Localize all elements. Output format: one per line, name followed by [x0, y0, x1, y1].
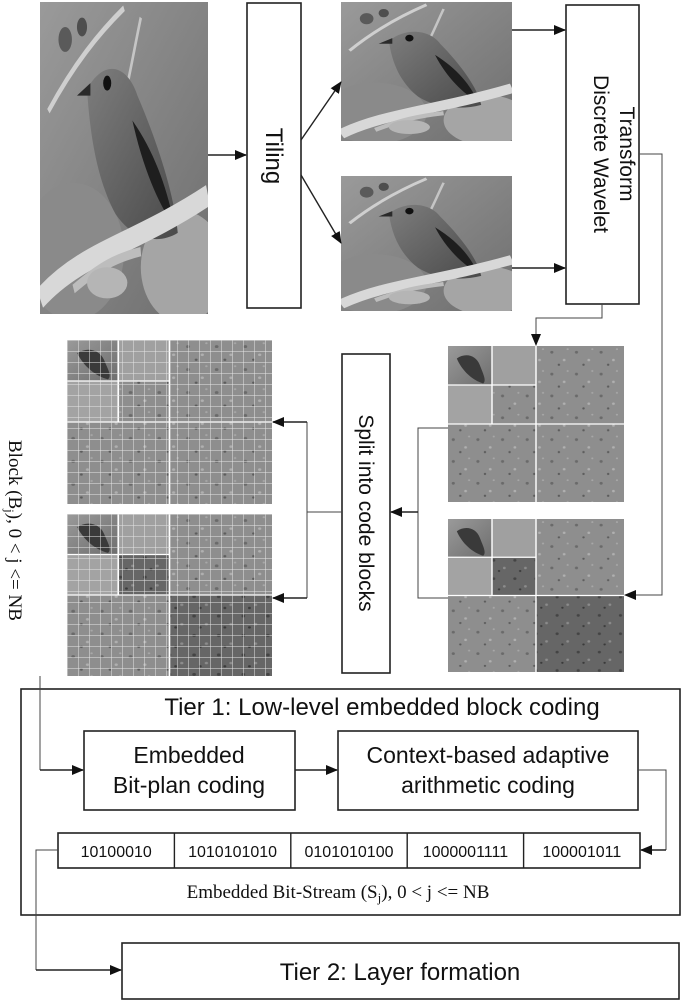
tiling-label: Tiling: [260, 128, 287, 184]
bitstream-segment-1: 10100010: [81, 844, 152, 861]
bitstream-segment-5: 100001011: [542, 844, 621, 861]
tier2-label: Tier 2: Layer formation: [280, 959, 521, 986]
connector-cbac-to-stream: [638, 769, 667, 850]
bitstream-segment-3: 0101010100: [305, 844, 394, 861]
code-blocks-top: [67, 340, 272, 504]
arrow-dwt-to-output-bottom: [624, 153, 663, 600]
ebpc-box: [83, 730, 296, 811]
bitstream-segment-2: 1010101010: [188, 844, 277, 861]
tile-bottom: [324, 176, 529, 315]
dwt-label-line1: Discrete Wavelet: [589, 75, 612, 233]
bitstream-bar: 10100010 1010101010 0101010100 1000001111 10…: [57, 832, 641, 869]
dwt-output-bottom: [448, 519, 624, 672]
cbac-label-line1: Context-based adaptive: [367, 742, 610, 768]
tile-top: [324, 2, 529, 145]
code-blocks-bottom: [67, 514, 272, 676]
dwt-label-line2: Transform: [615, 107, 638, 202]
tier2-box: [121, 942, 680, 1000]
cbac-box: [337, 730, 639, 811]
tiling-box: [246, 2, 302, 309]
tier1-title: Tier 1: Low-level embedded block coding: [164, 694, 599, 721]
dwt-box: [565, 4, 640, 305]
arrow-tiling-to-tile-bottom: [300, 174, 342, 244]
split-box: [341, 353, 391, 674]
block-label: Block (Bj), 0 < j <= NB: [2, 440, 25, 621]
dwt-output-top: [448, 346, 624, 502]
ebpc-label-line2: Bit-plan coding: [113, 772, 265, 798]
split-label: Split into code blocks: [354, 414, 377, 611]
bitstream-label: Embedded Bit-Stream (Sj), 0 < j <= NB: [187, 882, 490, 905]
connector-outputs: [417, 427, 448, 599]
cbac-label-line2: arithmetic coding: [401, 772, 575, 798]
original-image: [23, 2, 225, 323]
arrow-dwt-to-output-top: [531, 304, 603, 346]
bitstream-frame: [57, 832, 641, 869]
tier1-box: [20, 688, 681, 916]
connector-stream-to-tier2: [35, 849, 58, 970]
connector-split: [306, 422, 342, 513]
arrow-tiling-to-tile-top: [300, 81, 342, 141]
bitstream-segment-4: 1000001111: [423, 844, 509, 861]
ebpc-label-line1: Embedded: [133, 742, 244, 768]
